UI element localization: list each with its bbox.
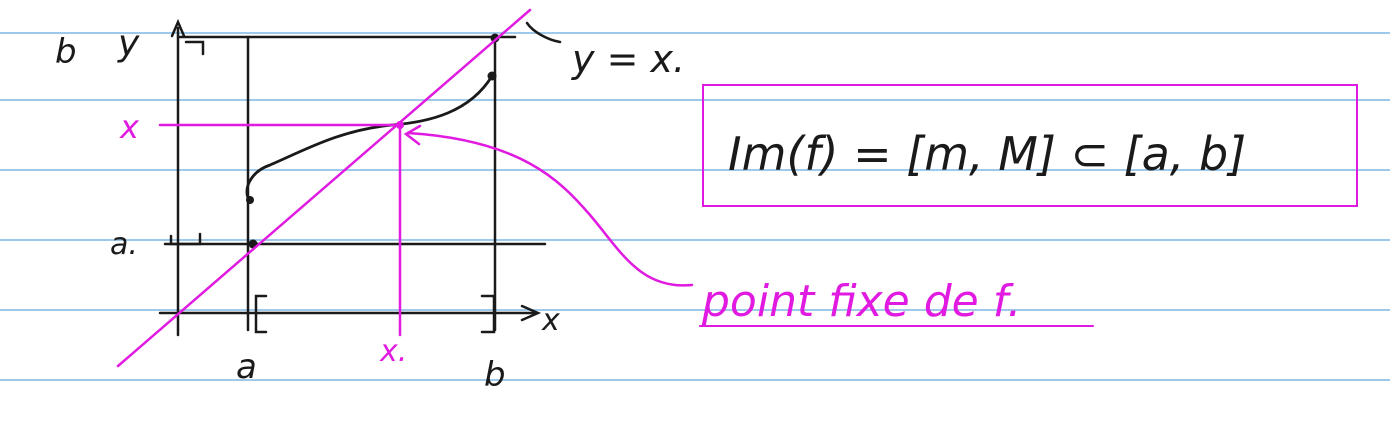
ruled-lines bbox=[0, 32, 1390, 381]
function-curve bbox=[245, 74, 494, 204]
x-axis-label: x bbox=[541, 303, 560, 338]
formula-box-frame bbox=[702, 84, 1358, 207]
curve-end-point bbox=[487, 71, 497, 81]
fixed-point-labels: x x. point fixe de f. bbox=[119, 108, 1021, 369]
annotation-text: point fixe de f. bbox=[701, 276, 1021, 327]
graph-frame bbox=[158, 18, 562, 337]
y-tick-b-label: b bbox=[55, 32, 77, 72]
fixed-point bbox=[396, 121, 404, 129]
bracket-right bbox=[480, 294, 496, 334]
diagonal-label: y = x. bbox=[571, 37, 685, 81]
x-tick-a-label: a bbox=[236, 347, 257, 387]
graph-points bbox=[246, 33, 500, 249]
bracket-left bbox=[254, 294, 268, 334]
graph-labels: b y a. x a b y = x. bbox=[55, 23, 685, 395]
fixed-point-construction bbox=[116, 8, 1358, 368]
diagonal-y-equals-x bbox=[116, 8, 532, 368]
x-tick-b-label: b bbox=[484, 355, 506, 395]
y-tick-a-label: a. bbox=[110, 227, 138, 262]
y-axis-arrow bbox=[170, 18, 186, 38]
tick-b-mark bbox=[184, 40, 205, 56]
fixed-point-x-label: x. bbox=[379, 334, 407, 369]
point-b-b bbox=[490, 33, 500, 43]
y-axis-label: y bbox=[117, 23, 140, 64]
fixed-point-y-label: x bbox=[119, 108, 140, 146]
tick-a-mark bbox=[169, 232, 202, 246]
x-axis-arrow bbox=[520, 304, 542, 322]
annotation-arrow-head bbox=[403, 124, 422, 146]
diagonal-label-pointer bbox=[525, 21, 562, 44]
annotation-arrow bbox=[406, 131, 694, 287]
formula-text: Im(f) = [m, M] ⊂ [a, b] bbox=[728, 127, 1246, 181]
curve-start-point bbox=[246, 196, 254, 204]
